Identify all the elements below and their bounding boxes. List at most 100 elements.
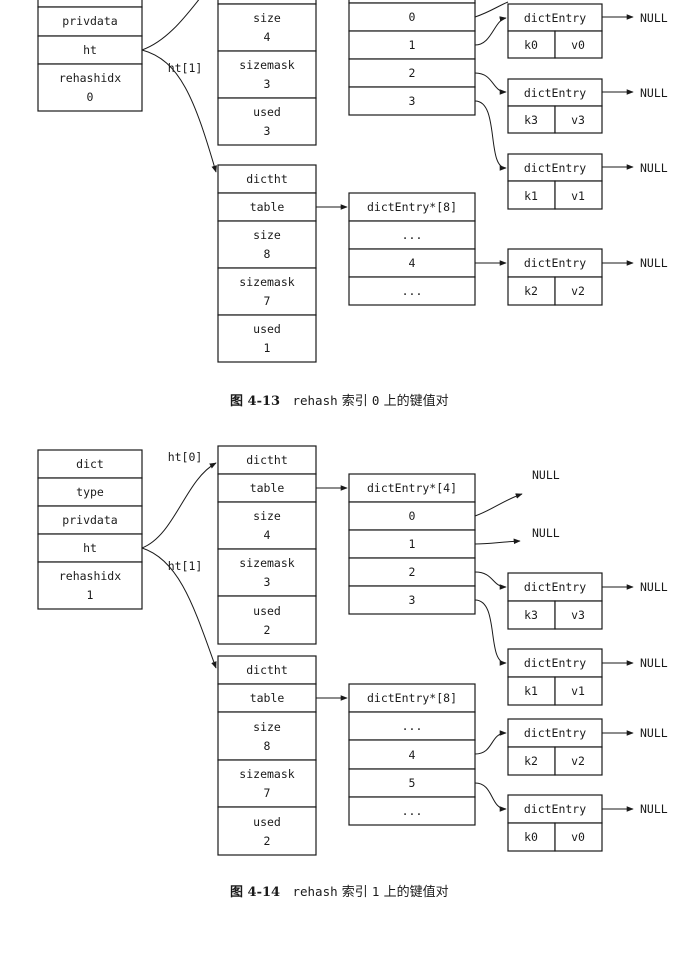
- dict-struct: dict type privdata ht rehashidx 1: [37, 449, 143, 610]
- ht0-pointer-arrow: [141, 462, 217, 549]
- ht1-size-value: 8: [264, 247, 271, 261]
- ht1-sizemask-value: 7: [264, 786, 271, 800]
- entry-value-cell: [554, 746, 603, 776]
- caption-text-a: 索引: [341, 394, 368, 409]
- ht1-array-title: dictEntry*[8]: [367, 691, 457, 705]
- ht0-title-cell: [217, 445, 317, 475]
- entry-value: v0: [571, 830, 585, 844]
- ht0-slot-0-label: 0: [409, 10, 416, 24]
- dict-type-label: type: [76, 485, 104, 499]
- ht0-slot-3-label: 3: [409, 94, 416, 108]
- ht1-slot-a-label: ...: [402, 719, 423, 733]
- ht1-slot-a-label: ...: [402, 228, 423, 242]
- ht0-slot-3-label: 3: [409, 593, 416, 607]
- entry-k1: dictEntry k1 v1 NULL: [507, 153, 668, 210]
- ht0-slot-2-label: 2: [409, 66, 416, 80]
- ht1-slot-5-label: 5: [409, 776, 416, 790]
- entry-value-cell: [554, 105, 603, 134]
- ht1-pointer-label: ht[1]: [168, 61, 203, 75]
- ht1-array-header: [348, 192, 476, 222]
- entry-header: [507, 153, 603, 182]
- caption-code: rehash: [292, 393, 338, 408]
- ht0-array-header: [348, 473, 476, 503]
- entry-header: [507, 794, 603, 824]
- dict-rehashidx-value: 0: [87, 90, 94, 104]
- entry-key: k1: [524, 189, 538, 203]
- ht0-used-label: used: [253, 105, 281, 119]
- entry-next-null: NULL: [640, 256, 668, 270]
- ht1-table-array: dictEntry*[8] ... 4 5 ...: [348, 683, 476, 826]
- ht1-size-cell: [217, 711, 317, 761]
- entry-value: v1: [571, 684, 585, 698]
- ht1-size-label: size: [253, 720, 281, 734]
- ht0-sizemask-value: 3: [264, 77, 271, 91]
- entry-header: [507, 648, 603, 678]
- dict-ht-label: ht: [83, 43, 97, 57]
- ht0-used-label: used: [253, 604, 281, 618]
- ht1-slot-a: [348, 711, 476, 741]
- entry-key: k0: [524, 830, 538, 844]
- ht1-used-value: 2: [264, 834, 271, 848]
- entry-header: [507, 3, 603, 32]
- dict-privdata-label: privdata: [62, 14, 117, 28]
- entry-value-cell: [554, 822, 603, 852]
- slot2-arrow: [474, 571, 507, 590]
- ht0-slot-1: [348, 30, 476, 60]
- ht1-pointer-arrow: [141, 547, 217, 669]
- dict-type-cell: [37, 477, 143, 507]
- dict-ht-cell: [37, 35, 143, 65]
- figure-4-13-caption: 图 4-13 rehash 索引 0 上的键值对: [230, 390, 449, 409]
- ht1-used-label: used: [253, 815, 281, 829]
- entry-k2: dictEntry k2 v2 NULL: [507, 718, 668, 776]
- ht1-title: dictht: [246, 663, 288, 677]
- entry-k3: dictEntry k3 v3 NULL: [507, 572, 668, 630]
- ht0-title: dictht: [246, 453, 288, 467]
- entry-key-cell: [507, 746, 556, 776]
- ht1-pointer-label: ht[1]: [168, 559, 203, 573]
- ht0-sizemask-label: sizemask: [239, 58, 294, 72]
- entry-next-null: NULL: [640, 726, 668, 740]
- ht0-slot-0-label: 0: [409, 509, 416, 523]
- dict-rehashidx-cell: [37, 63, 143, 112]
- ht0-size-label: size: [253, 509, 281, 523]
- ht0-used-cell: [217, 97, 317, 146]
- caption-number: 图 4-14: [230, 885, 281, 900]
- ht0-used-cell: [217, 595, 317, 645]
- ht0-sizemask-value: 3: [264, 575, 271, 589]
- ht1-used-label: used: [253, 322, 281, 336]
- ht1-used-cell: [217, 806, 317, 856]
- ht0-slot-2: [348, 58, 476, 88]
- slot0-arrow: [474, 1, 509, 18]
- entry-key: k2: [524, 754, 538, 768]
- dict-type-cell: [37, 0, 143, 8]
- entry-key: k0: [524, 38, 538, 52]
- entry-key: k2: [524, 284, 538, 298]
- dict-rehashidx-value: 1: [87, 588, 94, 602]
- ht1-slot-4-label: 4: [409, 256, 416, 270]
- ht0-dictht: dictht table size 4 sizemask 3 used 2: [217, 445, 317, 645]
- ht0-array-title: dictEntry*[4]: [367, 481, 457, 495]
- entry-value-cell: [554, 180, 603, 210]
- connectors: [141, 462, 634, 812]
- ht0-pointer-arrow: [141, 0, 200, 51]
- dict-title: dict: [76, 457, 104, 471]
- ht1-table-cell: [217, 683, 317, 713]
- entry-key: k3: [524, 113, 538, 127]
- entry-key-cell: [507, 676, 556, 706]
- entry-label: dictEntry: [524, 161, 586, 175]
- entry-label: dictEntry: [524, 802, 586, 816]
- slot2-arrow: [474, 72, 507, 95]
- dict-ht-label: ht: [83, 541, 97, 555]
- ht0-slot-1-label: 1: [409, 537, 416, 551]
- entry-label: dictEntry: [524, 726, 586, 740]
- ht0-slot-2-label: 2: [409, 565, 416, 579]
- caption-text-a: 索引: [341, 885, 368, 900]
- ht0-size-value: 4: [264, 528, 271, 542]
- ht1-dictht: dictht table size 8 sizemask 7 used 1: [217, 164, 317, 363]
- ht1-title: dictht: [246, 172, 288, 186]
- ht1-slot-b-label: ...: [402, 804, 423, 818]
- caption-index: 0: [371, 393, 380, 408]
- ht1-array-header: [348, 683, 476, 713]
- ht0-size-value: 4: [264, 30, 271, 44]
